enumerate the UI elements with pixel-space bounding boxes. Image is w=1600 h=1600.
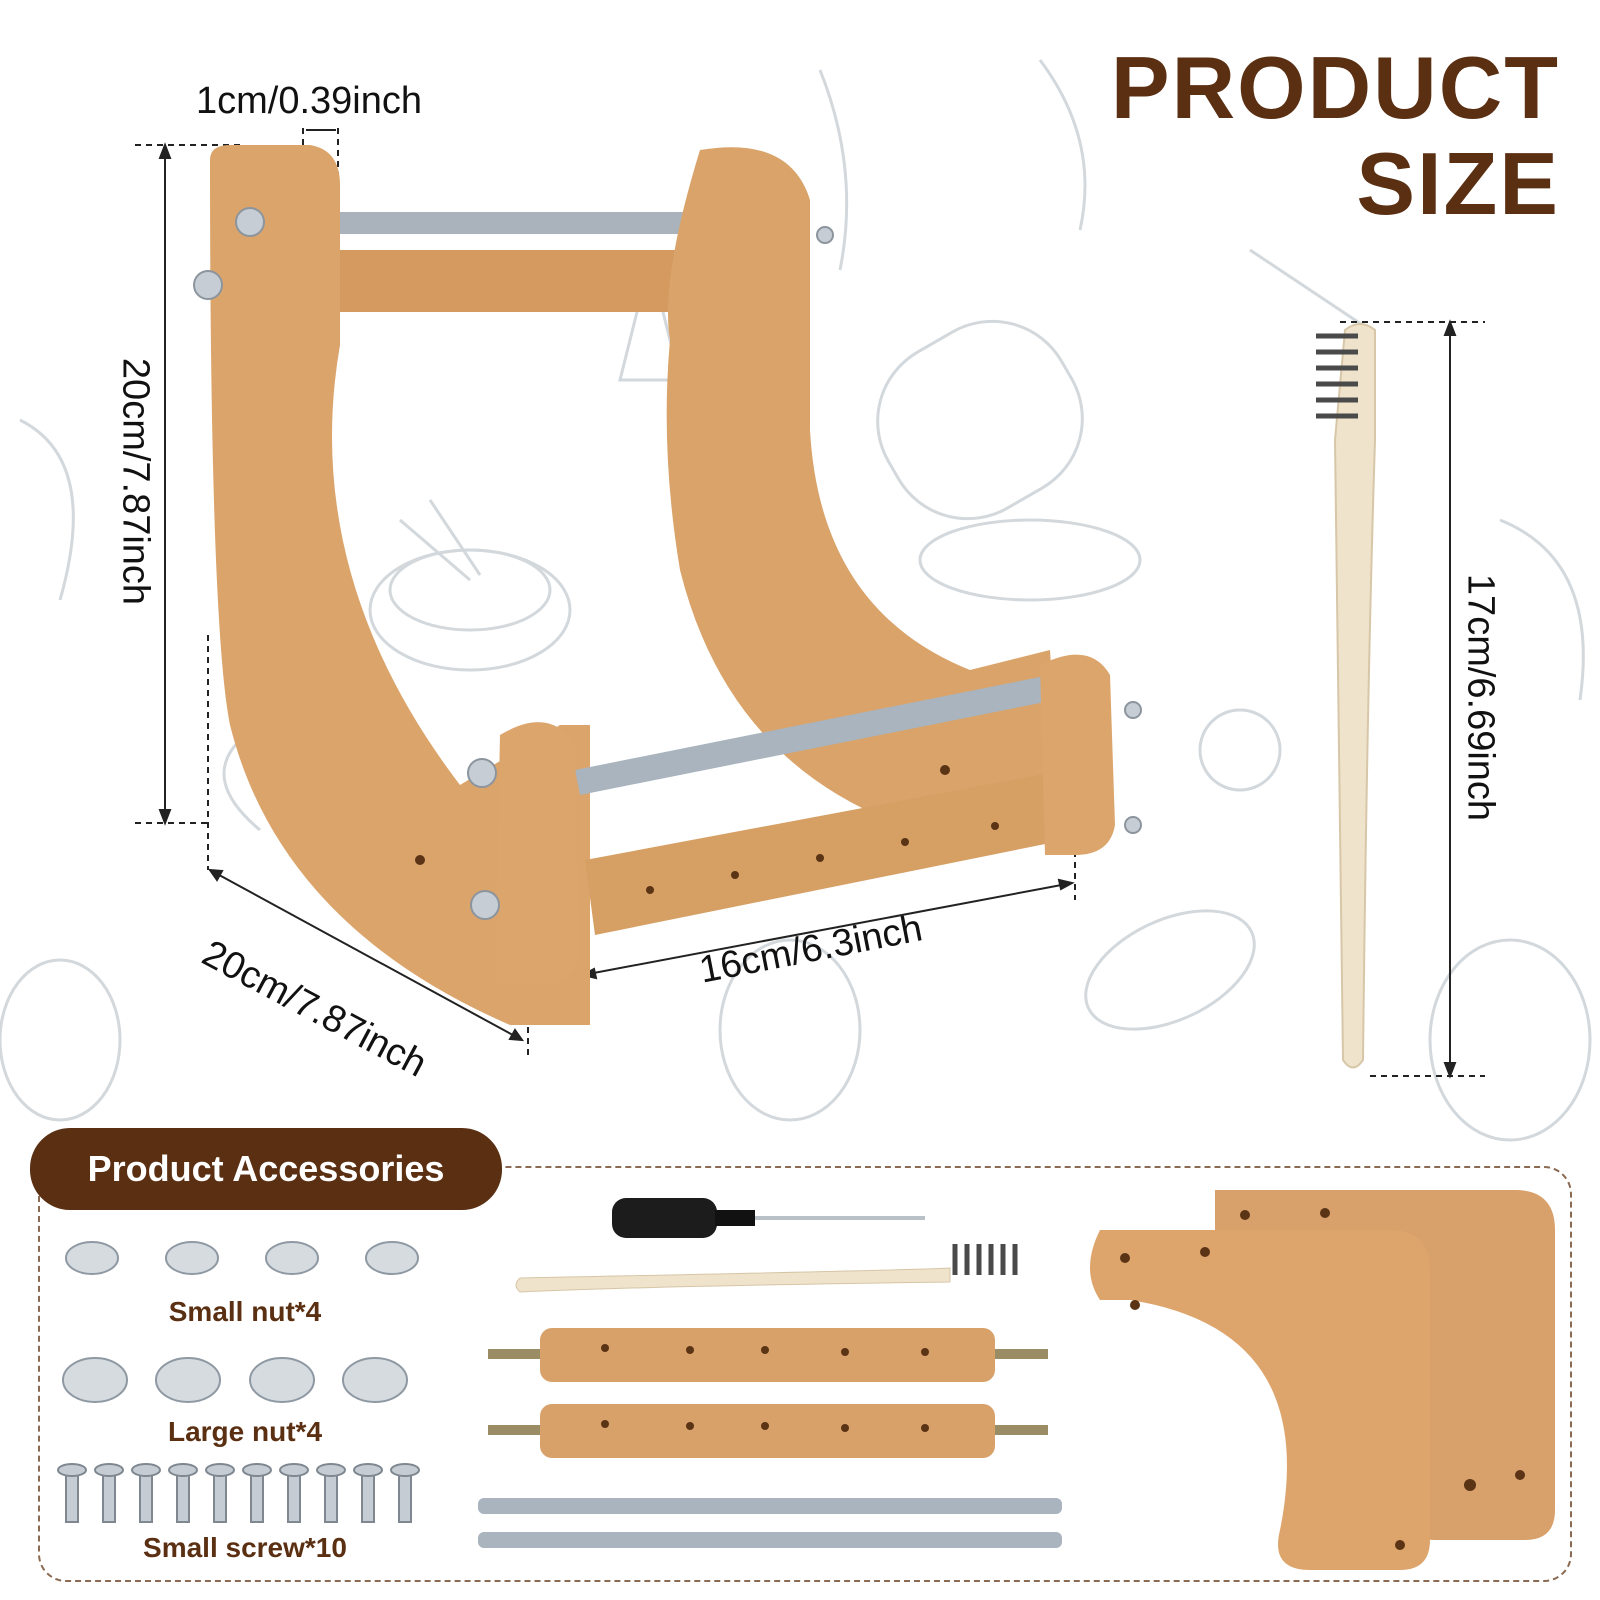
cleaning-brush	[1316, 323, 1376, 1069]
accessory-brush	[515, 1244, 1018, 1293]
height-label: 20cm/7.87inch	[114, 357, 157, 606]
small-nut-label: Small nut*4	[168, 1296, 322, 1327]
small-nuts	[65, 1241, 419, 1275]
small-screw-label: Small screw*10	[143, 1532, 347, 1563]
brush-length-label: 17cm/6.69inch	[1459, 573, 1502, 822]
large-nut-label: Large nut*4	[167, 1416, 323, 1447]
wooden-dowels	[488, 1328, 1048, 1458]
wooden-side-panels	[1090, 1190, 1555, 1570]
large-nuts	[62, 1357, 408, 1403]
small-screws	[57, 1463, 420, 1523]
accessories-panel	[38, 1166, 1572, 1582]
thickness-label: 1cm/0.39inch	[196, 80, 423, 122]
heading-line-1: PRODUCT	[1110, 38, 1560, 137]
heading-line-2: SIZE	[1356, 134, 1560, 233]
product-size-heading: PRODUCT SIZE	[1111, 40, 1560, 232]
accessories-title: Product Accessories	[30, 1128, 502, 1210]
bead-loom-frame	[193, 145, 1142, 1025]
threaded-rods	[478, 1498, 1062, 1548]
screwdriver	[612, 1198, 925, 1238]
